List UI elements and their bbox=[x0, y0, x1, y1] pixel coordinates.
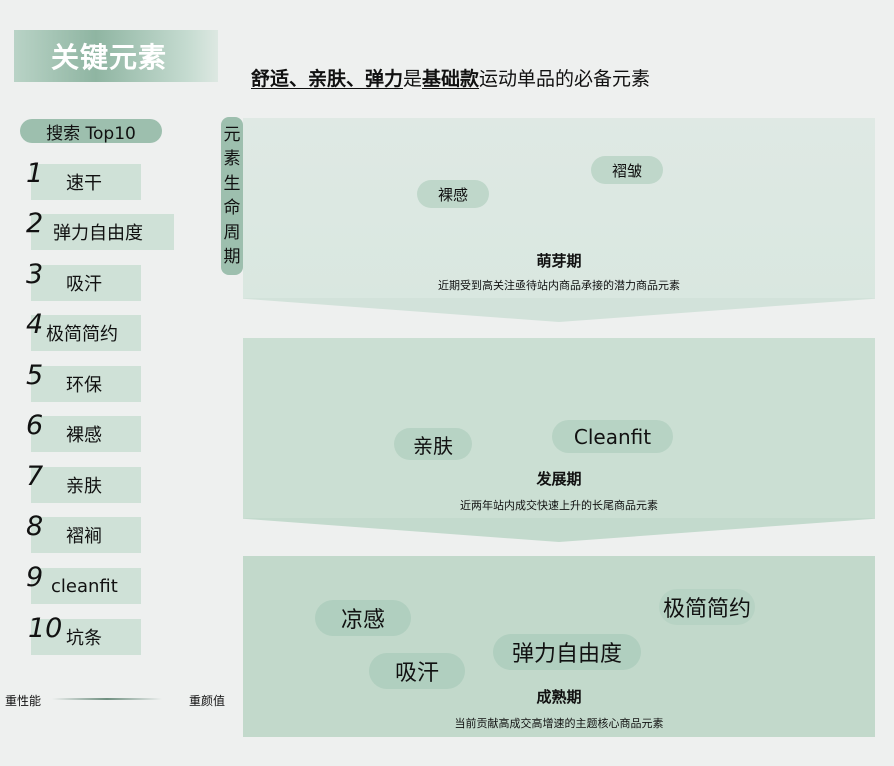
rank-number: 8 bbox=[26, 511, 44, 542]
rank-label: 弹力自由度 bbox=[53, 223, 143, 244]
element-tag: 褶皱 bbox=[591, 156, 663, 184]
rank-item-6: 裸感 6 bbox=[0, 410, 200, 454]
element-tag: 吸汗 bbox=[369, 653, 465, 689]
rank-item-7: 亲肤 7 bbox=[0, 461, 200, 505]
stage-arrow bbox=[243, 298, 875, 322]
headline-key-elements: 舒适、亲肤、弹力 bbox=[251, 68, 404, 90]
stage-title: 发展期 bbox=[536, 470, 582, 488]
rank-item-10: 坑条 10 bbox=[0, 613, 200, 657]
rank-label: 坑条 bbox=[66, 628, 102, 649]
rank-item-9: cleanfit 9 bbox=[0, 562, 200, 606]
element-tag: 裸感 bbox=[417, 180, 489, 208]
rank-item-5: 环保 5 bbox=[0, 360, 200, 404]
stage-arrow bbox=[243, 518, 875, 542]
headline: 舒适、亲肤、弹力是基础款运动单品的必备元素 bbox=[251, 64, 650, 91]
headline-connector: 是 bbox=[403, 68, 423, 90]
rank-number: 5 bbox=[26, 360, 44, 391]
search-top10-text: 搜索 Top10 bbox=[46, 123, 136, 144]
legend-gradient-line bbox=[52, 698, 162, 700]
stage-growth: 亲肤 Cleanfit 发展期 近两年站内成交快速上升的长尾商品元素 bbox=[243, 338, 875, 518]
rank-item-8: 褶裥 8 bbox=[0, 511, 200, 555]
legend-appearance: 重颜值 bbox=[189, 694, 226, 708]
rank-label: 速干 bbox=[66, 173, 102, 194]
tag-label: 弹力自由度 bbox=[511, 642, 622, 667]
tag-label: Cleanfit bbox=[573, 424, 652, 449]
lifecycle-char: 生 bbox=[223, 173, 241, 194]
rank-number: 2 bbox=[26, 208, 44, 239]
element-tag: 极简简约 bbox=[659, 589, 755, 625]
rank-box: 亲肤 bbox=[31, 467, 141, 503]
rank-number: 6 bbox=[26, 410, 44, 441]
headline-tail: 运动单品的必备元素 bbox=[479, 68, 651, 90]
rank-item-1: 速干 1 bbox=[0, 158, 200, 202]
legend-performance: 重性能 bbox=[5, 694, 42, 708]
stage-description: 当前贡献高成交高增速的主题核心商品元素 bbox=[454, 717, 664, 730]
rank-label: 亲肤 bbox=[66, 476, 102, 497]
element-tag: Cleanfit bbox=[552, 420, 673, 453]
stage-description: 近两年站内成交快速上升的长尾商品元素 bbox=[460, 499, 658, 512]
tag-label: 极简简约 bbox=[662, 597, 751, 622]
rank-number: 7 bbox=[26, 461, 44, 492]
rank-label: 吸汗 bbox=[66, 274, 102, 295]
tag-label: 吸汗 bbox=[394, 661, 439, 686]
tag-label: 裸感 bbox=[437, 185, 468, 204]
stage-title: 成熟期 bbox=[536, 688, 582, 706]
rank-item-2: 弹力自由度 2 bbox=[0, 208, 200, 252]
rank-item-4: 极简简约 4 bbox=[0, 309, 200, 353]
stage-description: 近期受到高关注亟待站内商品承接的潜力商品元素 bbox=[438, 279, 680, 292]
tag-label: 褶皱 bbox=[611, 161, 642, 180]
rank-label: 环保 bbox=[66, 375, 102, 396]
rank-box: 极简简约 bbox=[31, 315, 141, 351]
title-banner: 关键元素 bbox=[14, 30, 218, 82]
lifecycle-vertical-label: 元 素 生 命 周 期 bbox=[221, 117, 243, 275]
rank-label: cleanfit bbox=[51, 575, 118, 597]
rank-box: cleanfit bbox=[31, 568, 141, 604]
lifecycle-char: 命 bbox=[223, 198, 241, 218]
rank-box: 环保 bbox=[31, 366, 141, 402]
lifecycle-char: 周 bbox=[223, 222, 241, 243]
tag-label: 亲肤 bbox=[413, 433, 453, 458]
search-top10-label: 搜索 Top10 bbox=[20, 119, 162, 144]
rank-label: 极简简约 bbox=[46, 324, 118, 345]
rank-item-3: 吸汗 3 bbox=[0, 259, 200, 303]
rank-label: 裸感 bbox=[66, 425, 102, 446]
tag-label: 凉感 bbox=[340, 608, 385, 633]
rank-number: 4 bbox=[26, 309, 44, 340]
rank-number: 3 bbox=[26, 259, 44, 290]
headline-basic-style: 基础款 bbox=[422, 68, 480, 90]
element-tag: 亲肤 bbox=[394, 428, 472, 460]
element-tag: 弹力自由度 bbox=[493, 634, 641, 670]
rank-number: 9 bbox=[26, 562, 44, 593]
rank-box: 裸感 bbox=[31, 416, 141, 452]
rank-box: 坑条 bbox=[31, 619, 141, 655]
element-tag: 凉感 bbox=[315, 600, 411, 636]
rank-box: 弹力自由度 bbox=[31, 214, 174, 250]
stage-sprout: 裸感 褶皱 萌芽期 近期受到高关注亟待站内商品承接的潜力商品元素 bbox=[243, 118, 875, 298]
rank-box: 褶裥 bbox=[31, 517, 141, 553]
lifecycle-char: 期 bbox=[223, 247, 241, 267]
stage-title: 萌芽期 bbox=[536, 252, 582, 270]
rank-box: 速干 bbox=[31, 164, 141, 200]
lifecycle-char: 素 bbox=[223, 149, 241, 169]
rank-box: 吸汗 bbox=[31, 265, 141, 301]
banner-title: 关键元素 bbox=[50, 41, 167, 74]
stage-mature: 凉感 吸汗 弹力自由度 极简简约 成熟期 当前贡献高成交高增速的主题核心商品元素 bbox=[243, 556, 875, 737]
rank-number: 10 bbox=[28, 613, 63, 644]
lifecycle-char: 元 bbox=[223, 124, 241, 145]
rank-number: 1 bbox=[26, 158, 44, 189]
rank-label: 褶裥 bbox=[66, 526, 102, 547]
